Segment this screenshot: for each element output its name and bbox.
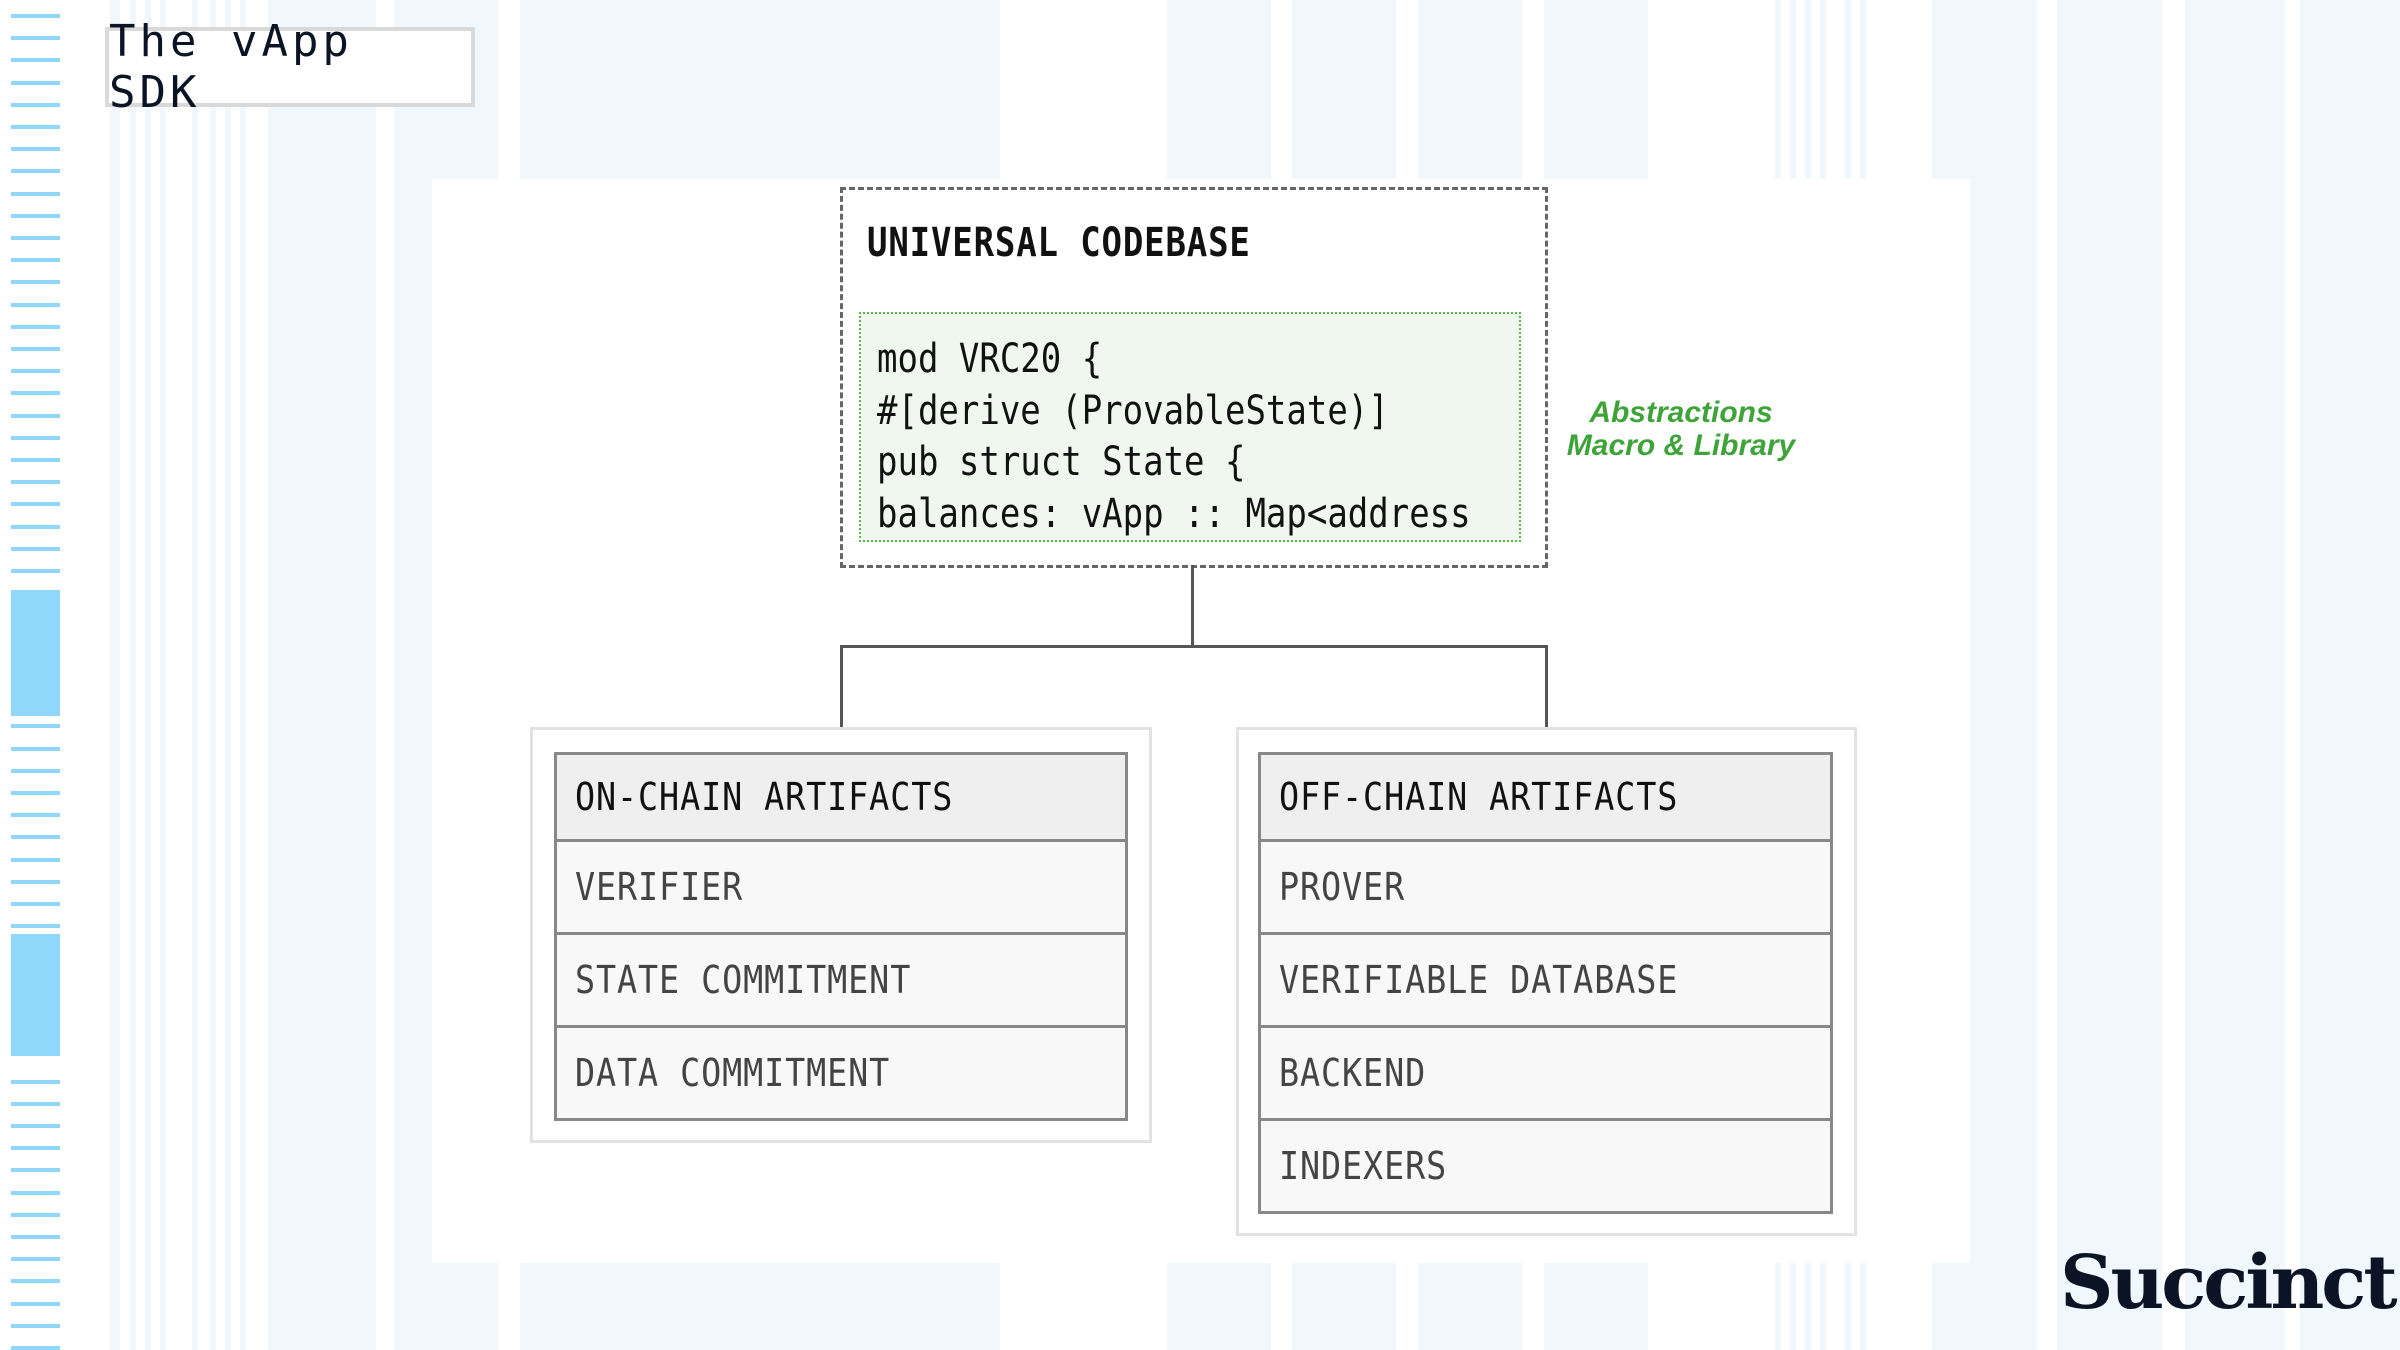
header-text: OFF-CHAIN ARTIFACTS	[1279, 775, 1679, 819]
code-line: mod VRC20 {	[877, 336, 1103, 382]
ruler-highlight	[11, 934, 60, 1056]
table-row: STATE COMMITMENT	[557, 932, 1125, 1025]
ruler-tick	[11, 303, 60, 307]
ruler-tick	[11, 169, 60, 173]
table-header: ON-CHAIN ARTIFACTS	[557, 755, 1125, 839]
table-row: INDEXERS	[1261, 1118, 1830, 1211]
ruler-tick	[11, 391, 60, 395]
ruler-tick	[11, 924, 60, 928]
table-header: OFF-CHAIN ARTIFACTS	[1261, 755, 1830, 839]
codebase-title: UNIVERSAL CODEBASE	[867, 220, 1251, 266]
ruler-tick	[11, 1213, 60, 1217]
ruler-tick	[11, 480, 60, 484]
ruler-tick	[11, 1279, 60, 1283]
ruler-tick	[11, 547, 60, 551]
table-row: BACKEND	[1261, 1025, 1830, 1118]
ruler-tick	[11, 325, 60, 329]
table-row: VERIFIABLE DATABASE	[1261, 932, 1830, 1025]
code-line: balances: vApp :: Map<address	[877, 490, 1471, 537]
row-text: VERIFIABLE DATABASE	[1279, 958, 1679, 1002]
annotation-line: Abstractions	[1589, 396, 1773, 429]
ruler-tick	[11, 436, 60, 440]
universal-codebase-box: UNIVERSAL CODEBASE mod VRC20 { #[derive …	[840, 187, 1548, 568]
ruler-tick	[11, 813, 60, 817]
ruler-tick	[11, 1102, 60, 1106]
ruler-tick	[11, 525, 60, 529]
ruler-tick	[11, 236, 60, 240]
ruler-tick	[11, 14, 60, 18]
ruler-tick	[11, 280, 60, 284]
ruler-tick	[11, 214, 60, 218]
ruler-tick	[11, 1146, 60, 1150]
header-text: ON-CHAIN ARTIFACTS	[575, 775, 954, 819]
ruler-tick	[11, 502, 60, 506]
ruler-tick	[11, 1302, 60, 1306]
ruler-tick	[11, 1346, 60, 1350]
ruler-tick	[11, 103, 60, 107]
slide-title-text: The vApp SDK	[109, 16, 353, 118]
ruler-tick	[11, 1080, 60, 1084]
ruler-highlight	[11, 590, 60, 716]
off-chain-artifacts-table: OFF-CHAIN ARTIFACTS PROVER VERIFIABLE DA…	[1258, 752, 1833, 1214]
ruler-tick	[11, 369, 60, 373]
ruler-tick	[11, 1235, 60, 1239]
table-row: PROVER	[1261, 839, 1830, 932]
connector-horizontal	[840, 645, 1548, 648]
ruler-tick	[11, 458, 60, 462]
ruler-tick	[11, 880, 60, 884]
ruler-tick	[11, 1257, 60, 1261]
table-row: VERIFIER	[557, 839, 1125, 932]
code-line: #[derive (ProvableState)]	[877, 387, 1389, 434]
ruler-tick	[11, 791, 60, 795]
connector-left	[840, 645, 843, 727]
on-chain-artifacts-table: ON-CHAIN ARTIFACTS VERIFIER STATE COMMIT…	[554, 752, 1128, 1121]
connector-vertical	[1191, 565, 1194, 646]
ruler-tick	[11, 347, 60, 351]
ruler-tick	[11, 192, 60, 196]
ruler-tick	[11, 902, 60, 906]
row-text: INDEXERS	[1279, 1144, 1448, 1188]
annotation-line: Macro & Library	[1566, 429, 1796, 462]
ruler-tick	[11, 81, 60, 85]
row-text: DATA COMMITMENT	[575, 1051, 891, 1095]
ruler-tick	[11, 125, 60, 129]
ruler-tick	[11, 58, 60, 62]
ruler-tick	[11, 569, 60, 573]
ruler-tick	[11, 747, 60, 751]
ruler-tick	[11, 858, 60, 862]
row-text: BACKEND	[1279, 1051, 1427, 1095]
ruler-tick	[11, 414, 60, 418]
ruler-tick	[11, 36, 60, 40]
row-text: PROVER	[1279, 865, 1406, 909]
ruler-tick	[11, 1191, 60, 1195]
slide-title: The vApp SDK	[105, 16, 475, 118]
connector-right	[1545, 645, 1548, 727]
ruler-tick	[11, 147, 60, 151]
abstractions-annotation: Abstractions Macro & Library	[1560, 396, 1802, 462]
ruler-tick	[11, 1324, 60, 1328]
ruler-tick	[11, 724, 60, 728]
ruler-tick	[11, 258, 60, 262]
ruler-tick	[11, 835, 60, 839]
succinct-logo: Succinct	[2060, 1240, 2398, 1326]
ruler-tick	[11, 1168, 60, 1172]
ruler-tick	[11, 769, 60, 773]
code-snippet: mod VRC20 { #[derive (ProvableState)] pu…	[859, 312, 1521, 542]
ruler-tick	[11, 1124, 60, 1128]
row-text: VERIFIER	[575, 865, 744, 909]
table-row: DATA COMMITMENT	[557, 1025, 1125, 1118]
row-text: STATE COMMITMENT	[575, 958, 912, 1002]
code-line: pub struct State {	[877, 439, 1246, 485]
